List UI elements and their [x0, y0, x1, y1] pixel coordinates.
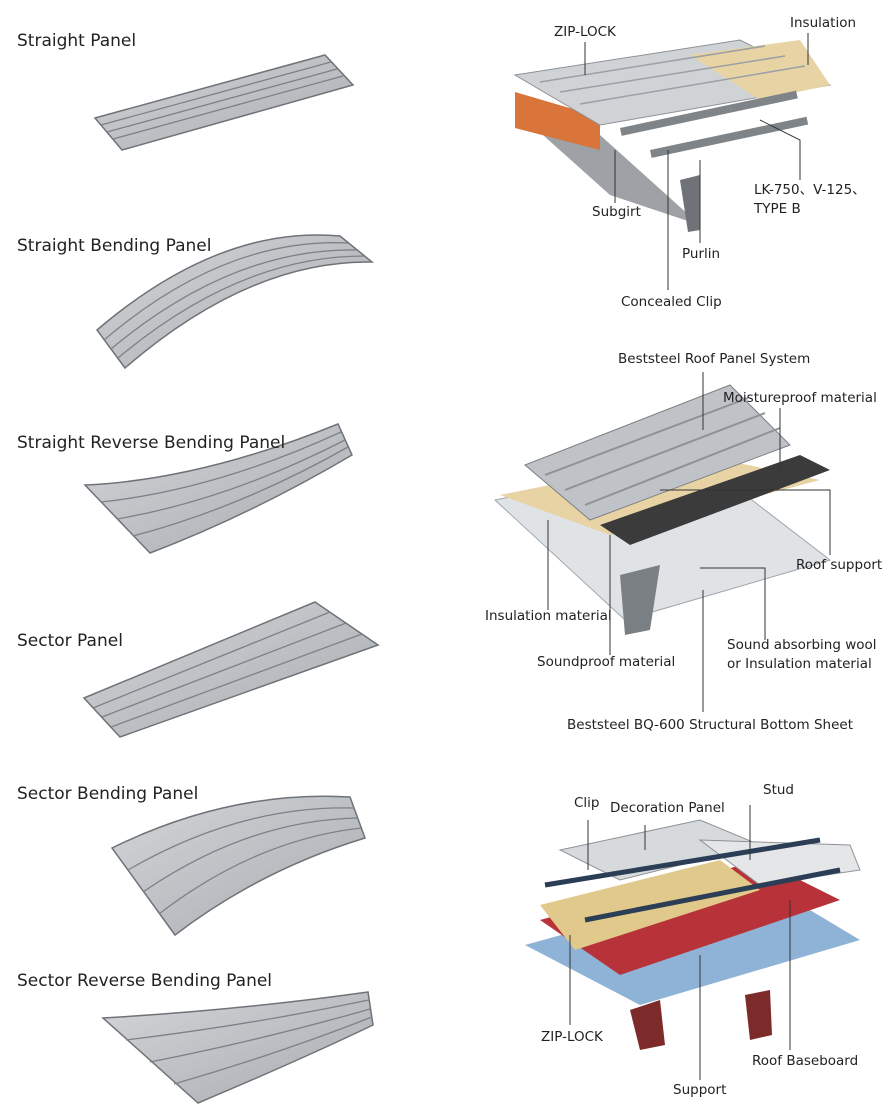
label-support: Support	[673, 1082, 727, 1098]
label-moistureproof: Moistureproof material	[723, 390, 877, 406]
label-roof-support: Roof support	[796, 557, 883, 573]
label-sound-wool: Sound absorbing wool	[727, 637, 877, 653]
diagram-decoration-panel-system	[525, 805, 861, 1080]
label-insulation: Insulation	[790, 15, 857, 31]
label-clip: Clip	[574, 795, 600, 811]
label-roof-baseboard: Roof Baseboard	[752, 1053, 859, 1069]
label-decoration-panel: Decoration Panel	[610, 800, 725, 816]
diagram-roof-panel-system	[493, 372, 832, 712]
label-types-2: TYPE B	[754, 201, 801, 217]
label-roof-panel-system: Beststeel Roof Panel System	[618, 351, 811, 367]
label-types: LK-750、V-125、	[754, 182, 866, 198]
straight-reverse-bending-panel-image	[83, 423, 353, 554]
label-zip-lock-2: ZIP-LOCK	[541, 1029, 603, 1045]
panel-type-title: Sector Panel	[17, 631, 123, 651]
label-zip-lock: ZIP-LOCK	[554, 24, 616, 40]
label-sound-wool-2: or Insulation material	[727, 656, 872, 672]
label-subgirt: Subgirt	[592, 204, 641, 220]
panel-type-title: Sector Reverse Bending Panel	[17, 971, 273, 991]
label-concealed-clip: Concealed Clip	[621, 294, 722, 310]
panel-type-title: Straight Reverse Bending Panel	[17, 433, 286, 453]
sector-panel-image	[82, 601, 380, 738]
straight-bending-panel-image	[95, 234, 375, 370]
sector-bending-panel-image	[110, 795, 366, 937]
label-purlin: Purlin	[682, 246, 721, 262]
label-insulation-material: Insulation material	[485, 608, 612, 624]
straight-panel-image	[93, 54, 355, 151]
panel-type-title: Sector Bending Panel	[17, 784, 199, 804]
label-bottom-sheet: Beststeel BQ-600 Structural Bottom Sheet	[567, 717, 854, 733]
panel-type-title: Straight Bending Panel	[17, 236, 212, 256]
sector-reverse-bending-panel-image	[101, 991, 374, 1104]
diagram-zip-lock-roof	[513, 33, 832, 290]
panel-type-title: Straight Panel	[17, 31, 137, 51]
label-soundproof: Soundproof material	[537, 654, 676, 670]
label-stud: Stud	[763, 782, 794, 798]
